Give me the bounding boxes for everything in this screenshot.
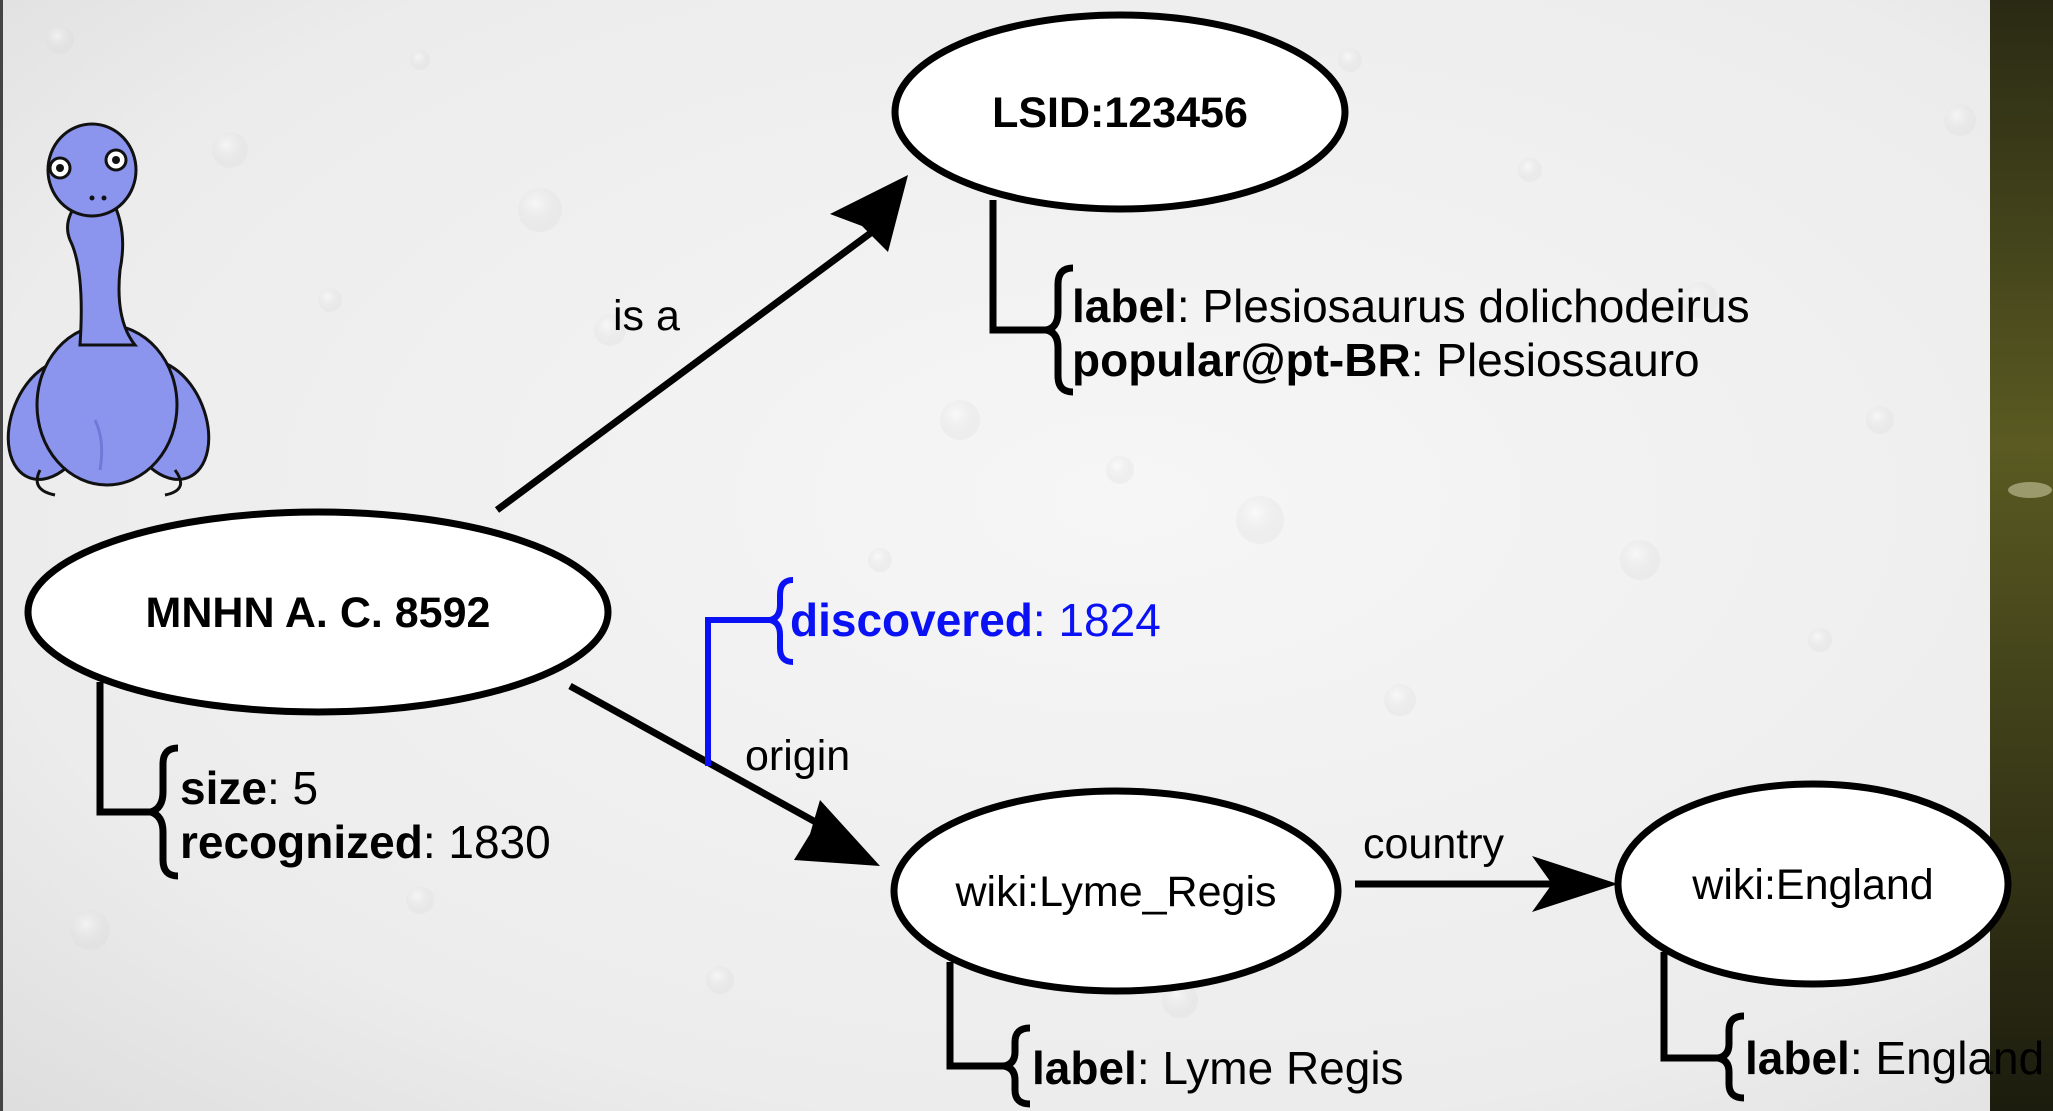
props-specimen-connector xyxy=(96,682,153,816)
edge-is-a-label: is a xyxy=(613,292,680,340)
node-specimen-ellipse xyxy=(24,508,612,716)
node-lsid-label: LSID:123456 xyxy=(992,89,1248,137)
plesiosaur-mascot-icon xyxy=(6,122,211,497)
prop-value-label: : Plesiosaurus dolichodeirus xyxy=(1177,280,1750,332)
props-lyme-connector xyxy=(946,962,1005,1070)
qualifier-value-discovered: : 1824 xyxy=(1033,594,1161,646)
node-lsid[interactable]: LSID:123456 xyxy=(891,11,1349,213)
props-lyme-line-1: label: Lyme Regis xyxy=(1032,1042,1404,1094)
node-lyme-label: wiki:Lyme_Regis xyxy=(954,868,1276,916)
edge-country-arrowhead xyxy=(1532,856,1618,912)
node-lyme-regis[interactable]: wiki:Lyme_Regis xyxy=(890,787,1342,995)
node-specimen[interactable]: MNHN A. C. 8592 xyxy=(24,508,612,716)
prop-key-recognized: recognized xyxy=(180,816,423,868)
props-lsid-line-2: popular@pt-BR: Plesiossauro xyxy=(1072,334,1700,386)
edge-is-a-arrowhead xyxy=(830,175,908,252)
props-specimen-brace xyxy=(139,744,179,880)
edge-country: country xyxy=(1355,820,1618,912)
prop-key-lyme-label: label xyxy=(1032,1042,1137,1094)
edge-origin-line xyxy=(568,682,832,834)
background-edge-highlight xyxy=(2008,482,2052,498)
prop-value-recognized: : 1830 xyxy=(423,816,551,868)
left-edge-line xyxy=(0,0,3,1111)
edge-is-a: is a xyxy=(494,175,908,513)
edge-country-label: country xyxy=(1363,820,1505,868)
props-england-connector xyxy=(1660,952,1718,1062)
node-england-ellipse xyxy=(1614,780,2012,988)
props-lsid-brace xyxy=(1045,264,1074,396)
props-lyme-brace xyxy=(1003,1024,1031,1108)
props-england-brace xyxy=(1717,1012,1745,1102)
prop-value-lyme-label: : Lyme Regis xyxy=(1137,1042,1404,1094)
qualifier-connector xyxy=(705,617,773,766)
node-lsid-ellipse xyxy=(891,11,1349,213)
node-specimen-label: MNHN A. C. 8592 xyxy=(146,589,491,637)
qualifier-key-discovered: discovered xyxy=(790,594,1033,646)
props-specimen-line-2: recognized: 1830 xyxy=(180,816,551,868)
props-specimen: size: 5 recognized: 1830 xyxy=(96,682,551,880)
props-specimen-line-1: size: 5 xyxy=(180,762,318,814)
props-england-line-1: label: England xyxy=(1745,1032,2044,1084)
prop-key-england-label: label xyxy=(1745,1032,1850,1084)
node-lyme-ellipse xyxy=(890,787,1342,995)
background-edge-strip xyxy=(1990,0,2053,1111)
prop-key-size: size xyxy=(180,762,267,814)
qualifier-property: discovered: 1824 xyxy=(790,594,1161,646)
edge-origin-arrowhead xyxy=(794,800,880,866)
edge-origin-label: origin xyxy=(745,732,850,780)
node-england-label: wiki:England xyxy=(1691,861,1933,909)
props-lsid: label: Plesiosaurus dolichodeirus popula… xyxy=(989,200,1750,396)
prop-value-england-label: : England xyxy=(1850,1032,2044,1084)
props-lyme: label: Lyme Regis xyxy=(946,962,1404,1108)
prop-value-size: : 5 xyxy=(267,762,318,814)
water-droplets xyxy=(46,26,1976,1018)
prop-key-label: label xyxy=(1072,280,1177,332)
props-lsid-line-1: label: Plesiosaurus dolichodeirus xyxy=(1072,280,1750,332)
origin-qualifier: discovered: 1824 xyxy=(705,577,1161,766)
prop-key-popular: popular@pt-BR xyxy=(1072,334,1411,386)
edge-is-a-line xyxy=(494,229,875,513)
qualifier-brace xyxy=(769,577,794,665)
props-lsid-connector xyxy=(989,200,1050,334)
prop-value-popular: : Plesiossauro xyxy=(1411,334,1700,386)
edge-origin: origin xyxy=(568,682,880,866)
node-england[interactable]: wiki:England xyxy=(1614,780,2012,988)
props-england: label: England xyxy=(1660,952,2044,1102)
